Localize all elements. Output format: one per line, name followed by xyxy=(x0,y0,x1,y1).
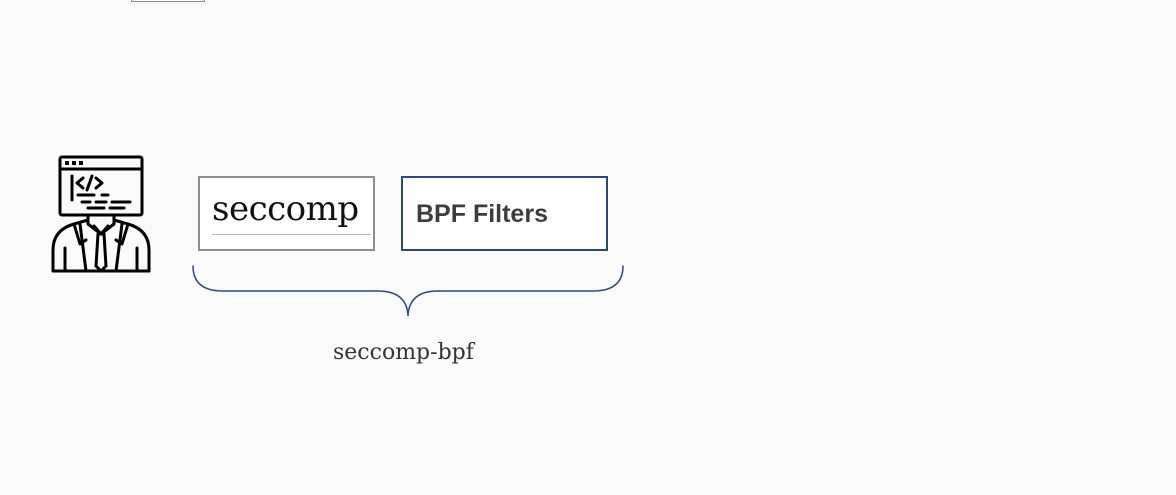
brace-caption: seccomp-bpf xyxy=(333,340,474,365)
seccomp-underline xyxy=(212,234,371,235)
partial-frame-top xyxy=(131,0,205,2)
seccomp-box: seccomp xyxy=(198,176,375,251)
bpf-filters-box: BPF Filters xyxy=(401,176,608,251)
developer-code-icon xyxy=(51,155,151,273)
curly-brace xyxy=(192,265,624,317)
seccomp-label: seccomp xyxy=(212,189,359,229)
bpf-filters-label: BPF Filters xyxy=(416,200,548,228)
